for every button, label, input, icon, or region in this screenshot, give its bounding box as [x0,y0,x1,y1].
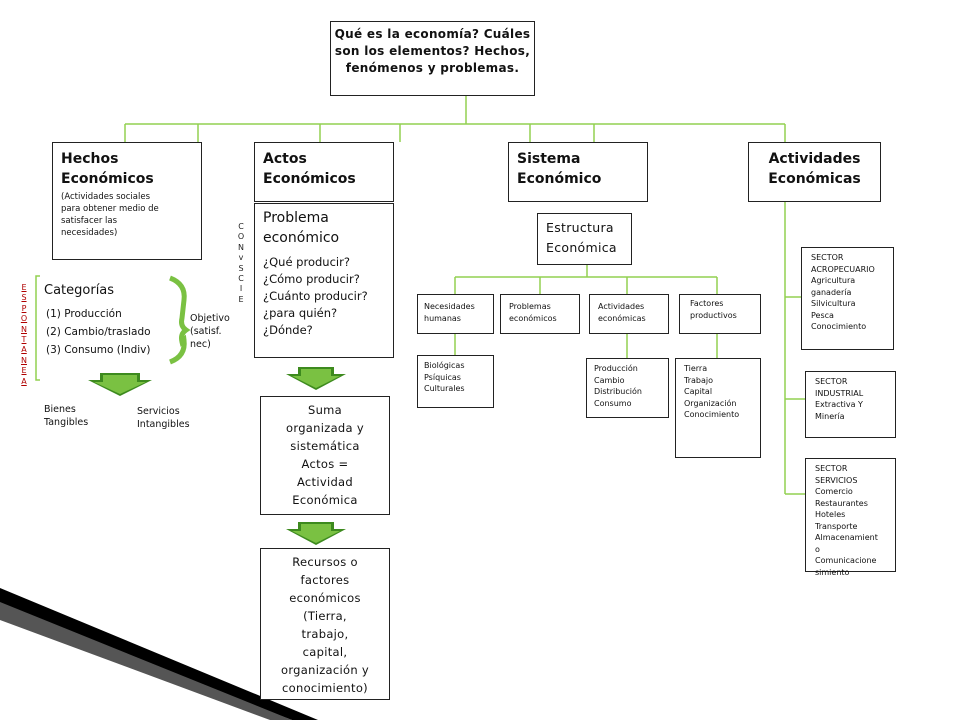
sector-agropecuario-box: SECTOR ACROPECUARIO Agricultura ganaderí… [801,247,894,350]
sistema-title: Sistema Económico [517,151,602,187]
actividades-items-box: Producción Cambio Distribución Consumo [586,358,669,418]
recursos-text: Recursos o factores económicos (Tierra, … [281,555,369,695]
estructura-text: Estructura Económica [546,220,617,255]
objetivo-text: Objetivo (satisf. nec) [190,313,230,350]
factores-title: Factores productivos [690,299,737,320]
necesidades-items-box: Biológicas Psíquicas Culturales [417,355,494,408]
factores-items: Tierra Trabajo Capital Organización Cono… [684,364,740,419]
consciente-vertical-text: C O N v S C I E [237,222,245,304]
actos-economicos-box: Actos Económicos [254,142,394,202]
decorative-stripe-gray [0,602,292,720]
arrow-down-icon [88,373,152,396]
suma-text: Suma organizada y sistemática Actos = Ac… [286,403,364,507]
actividades-eco-title: Actividades económicas [598,302,646,323]
bienes-tangibles: Bienes Tangibles [44,404,89,428]
factores-items-box: Tierra Trabajo Capital Organización Cono… [675,358,761,458]
suma-organizada-box: Suma organizada y sistemática Actos = Ac… [260,396,390,515]
problema-title: Problema económico [263,210,340,246]
actividades-items: Producción Cambio Distribución Consumo [594,364,642,408]
espontanea-vertical-text: E S P O N T A N E A [20,283,28,386]
actividades-economicas-sub-box: Actividades económicas [589,294,669,334]
problemas-economicos-box: Problemas económicos [500,294,580,334]
top-question-text: Qué es la economía? Cuáles son los eleme… [334,27,531,75]
sector-agro-text: SECTOR ACROPECUARIO Agricultura ganaderí… [811,253,875,331]
factores-productivos-box: Factores productivos [679,294,761,334]
necesidades-items: Biológicas Psíquicas Culturales [424,361,465,393]
brace [169,275,191,365]
hechos-economicos-box: Hechos Económicos (Actividades sociales … [52,142,202,260]
problema-economico-box: Problema económico ¿Qué producir? ¿Cómo … [254,203,394,358]
sector-ind-text: SECTOR INDUSTRIAL Extractiva Y Minería [815,377,864,421]
sistema-economico-box: Sistema Económico [508,142,648,202]
hechos-title: Hechos Económicos [61,151,154,187]
categorias-items: (1) Producción (2) Cambio/traslado (3) C… [46,308,151,356]
necesidades-box: Necesidades humanas [417,294,494,334]
problema-questions: ¿Qué producir? ¿Cómo producir? ¿Cuánto p… [263,255,368,337]
hechos-desc: (Actividades sociales para obtener medio… [61,192,159,238]
sector-industrial-box: SECTOR INDUSTRIAL Extractiva Y Minería [805,371,896,438]
decorative-stripe-black [0,588,318,720]
actividades-economicas-box: Actividades Económicas [748,142,881,202]
problemas-eco-title: Problemas económicos [509,302,557,323]
sector-serv-text: SECTOR SERVICIOS Comercio Restaurantes H… [815,464,878,577]
servicios-intangibles: Servicios Intangibles [137,406,190,430]
sector-servicios-box: SECTOR SERVICIOS Comercio Restaurantes H… [805,458,896,577]
arrow-down-icon [286,367,346,390]
arrow-down-icon [286,522,346,545]
necesidades-title: Necesidades humanas [424,302,475,323]
actividades-title: Actividades Económicas [768,151,861,187]
actos-title: Actos Económicos [263,151,356,187]
recursos-box: Recursos o factores económicos (Tierra, … [260,548,390,700]
categorias-title: Categorías [44,283,115,298]
estructura-economica-box: Estructura Económica [537,213,632,265]
top-question-box: Qué es la economía? Cuáles son los eleme… [330,21,535,96]
